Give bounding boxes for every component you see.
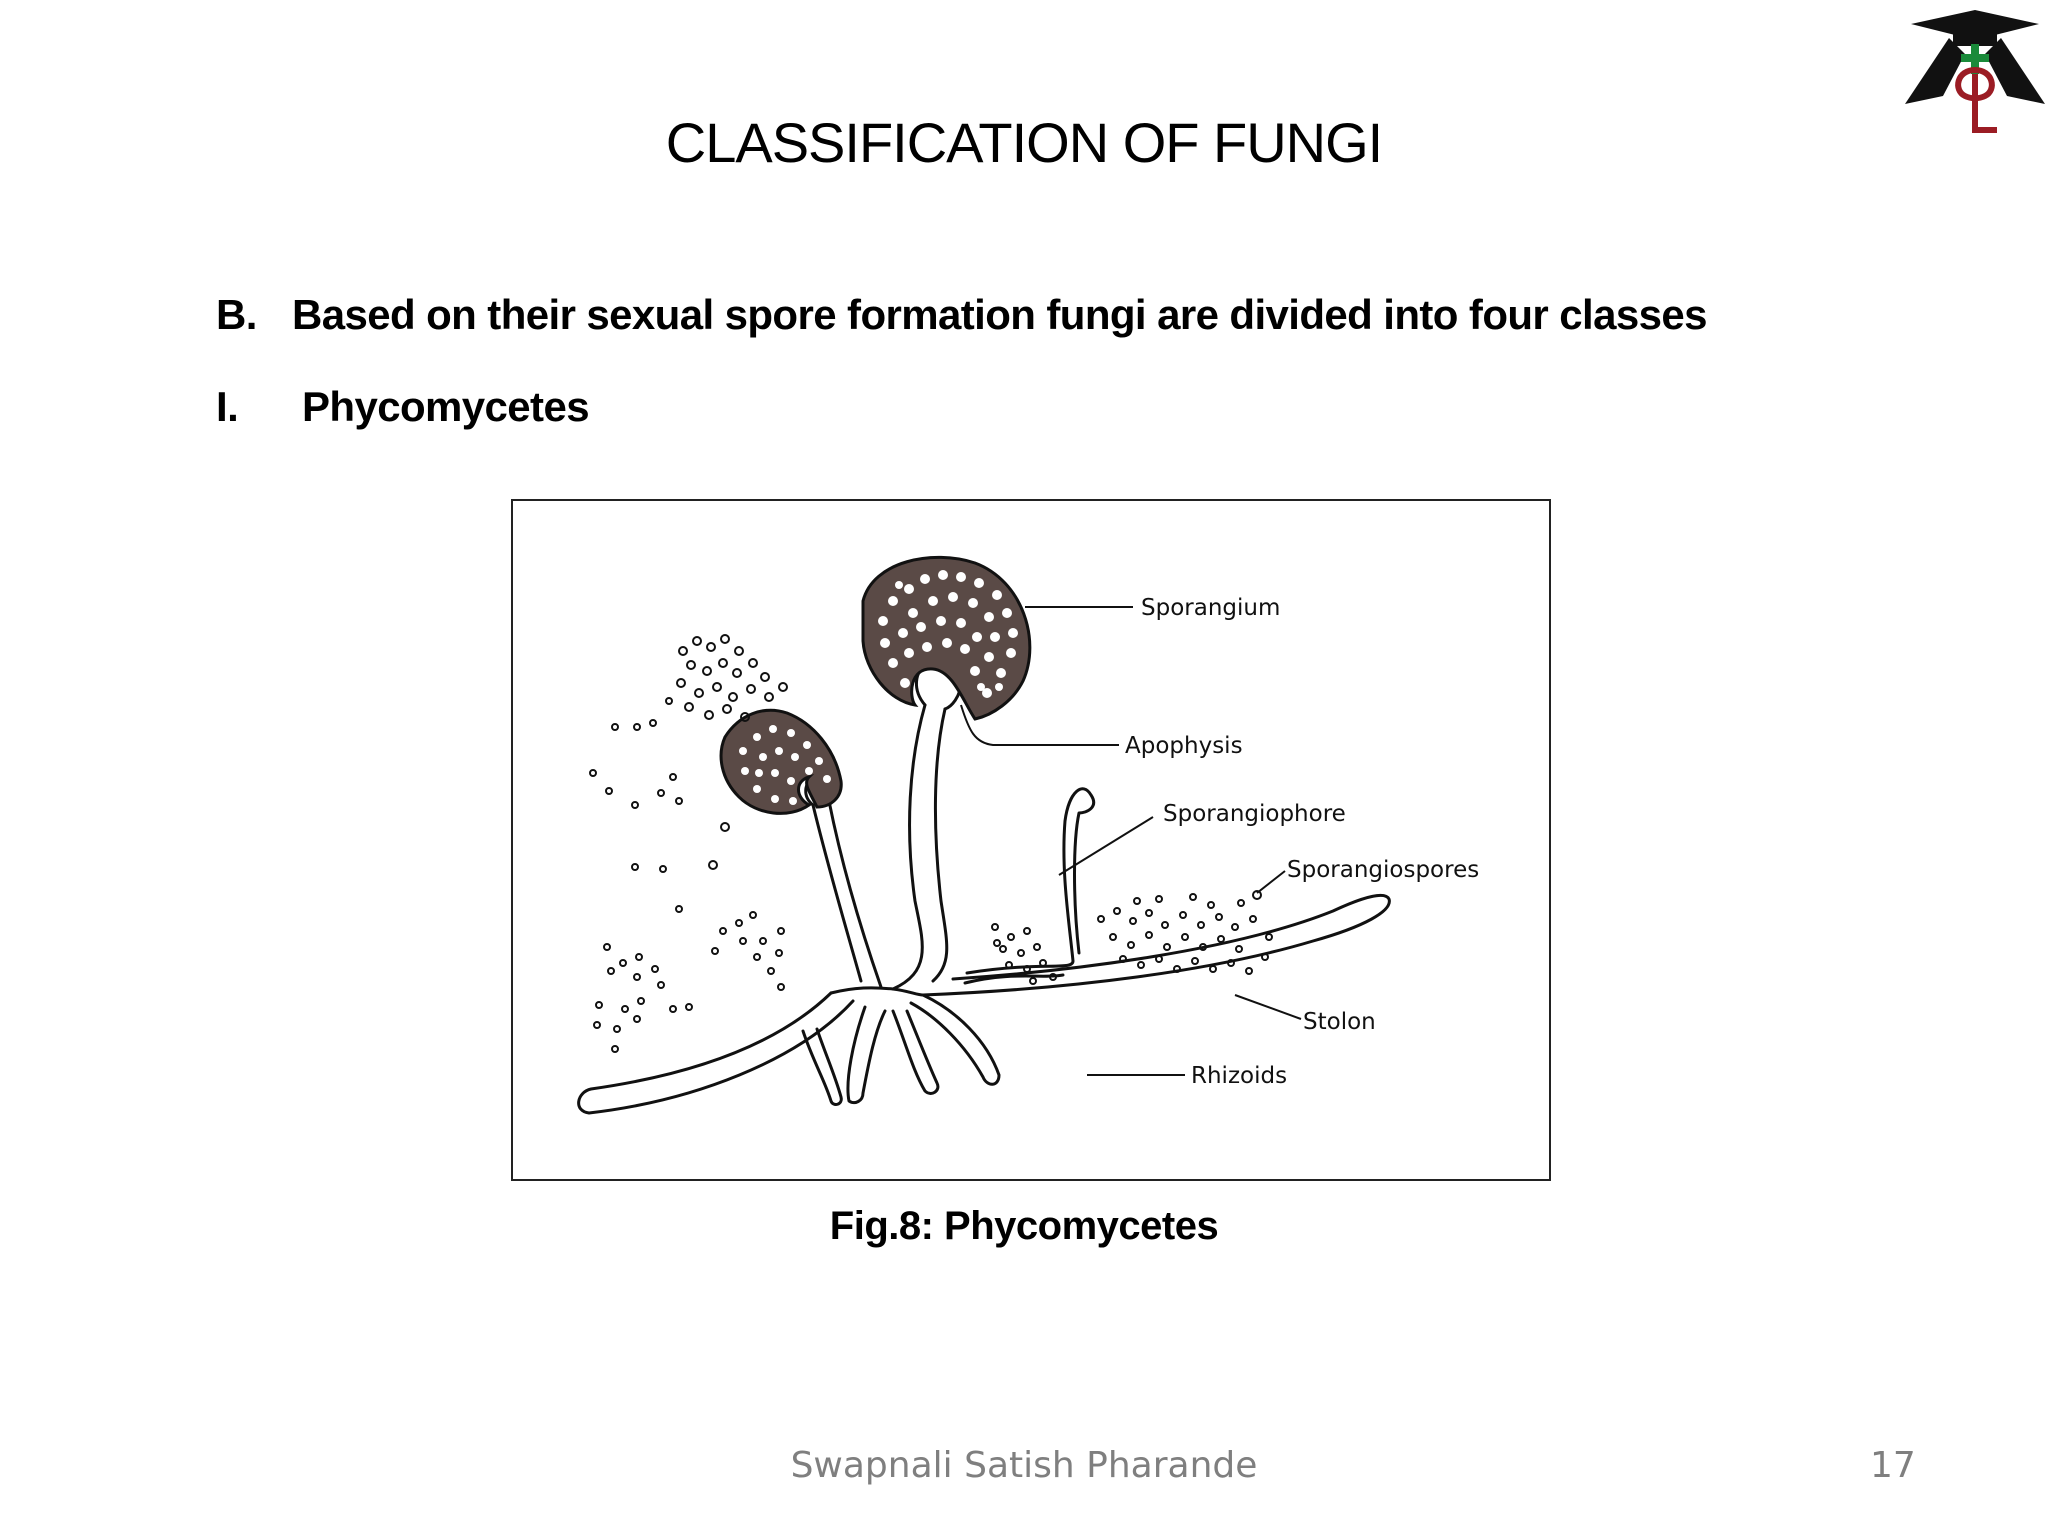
label-apophysis: Apophysis: [1125, 733, 1243, 759]
label-rhizoids: Rhizoids: [1191, 1063, 1287, 1089]
rhizoid-shape: [891, 1009, 940, 1095]
rhizoid-shape: [846, 1005, 887, 1105]
footer-author: Swapnali Satish Pharande: [790, 1445, 1258, 1486]
label-sporangiospores: Sporangiospores: [1287, 857, 1479, 883]
bullet-phycomycetes: I. Phycomycetes: [216, 381, 590, 433]
young-sporangiophore-shape: [965, 787, 1096, 975]
central-sporangiophore-shape: [931, 707, 949, 983]
rhizoid-shape: [909, 993, 1001, 1086]
label-sporangiophore: Sporangiophore: [1163, 801, 1346, 827]
figure-phycomycetes-diagram: Sporangium Apophysis Sporangiophore Spor…: [511, 499, 1551, 1181]
sporangiospores-scattered: [589, 634, 1273, 1053]
bullet-classification-basis: B. Based on their sexual spore formation …: [216, 289, 1707, 341]
slide-title: CLASSIFICATION OF FUNGI: [665, 111, 1383, 174]
leader-line-stolon: [1234, 994, 1302, 1020]
label-sporangium: Sporangium: [1141, 595, 1280, 621]
central-sporangiophore-shape: [891, 703, 927, 991]
left-sporangiophore-shape: [811, 803, 863, 983]
main-stalk-shape: [829, 986, 925, 997]
left-stolon-shape: [577, 991, 855, 1115]
central-sporangium-shape: [861, 555, 1032, 721]
rhizoid-shape: [801, 1027, 843, 1106]
left-sporangiophore-shape: [827, 799, 883, 989]
label-stolon: Stolon: [1303, 1009, 1376, 1035]
institution-logo-icon: [1905, 10, 2045, 133]
bullet-marker: B.: [216, 291, 257, 338]
bullet-text: Phycomycetes: [302, 383, 590, 430]
left-sporangium-shape: [719, 708, 843, 815]
leader-line-apophysis: [960, 704, 1119, 746]
figure-caption: Fig.8: Phycomycetes: [829, 1204, 1219, 1248]
leader-line-sporangiophore: [1058, 816, 1154, 876]
leader-line-sporangiospores: [1256, 870, 1286, 894]
right-stolon-shape: [921, 893, 1391, 997]
page-number: 17: [1870, 1445, 1916, 1486]
bullet-marker: I.: [216, 383, 239, 430]
fungus-structure-diagram: Sporangium Apophysis Sporangiophore Spor…: [577, 555, 1479, 1115]
bullet-text: Based on their sexual spore formation fu…: [292, 291, 1707, 338]
